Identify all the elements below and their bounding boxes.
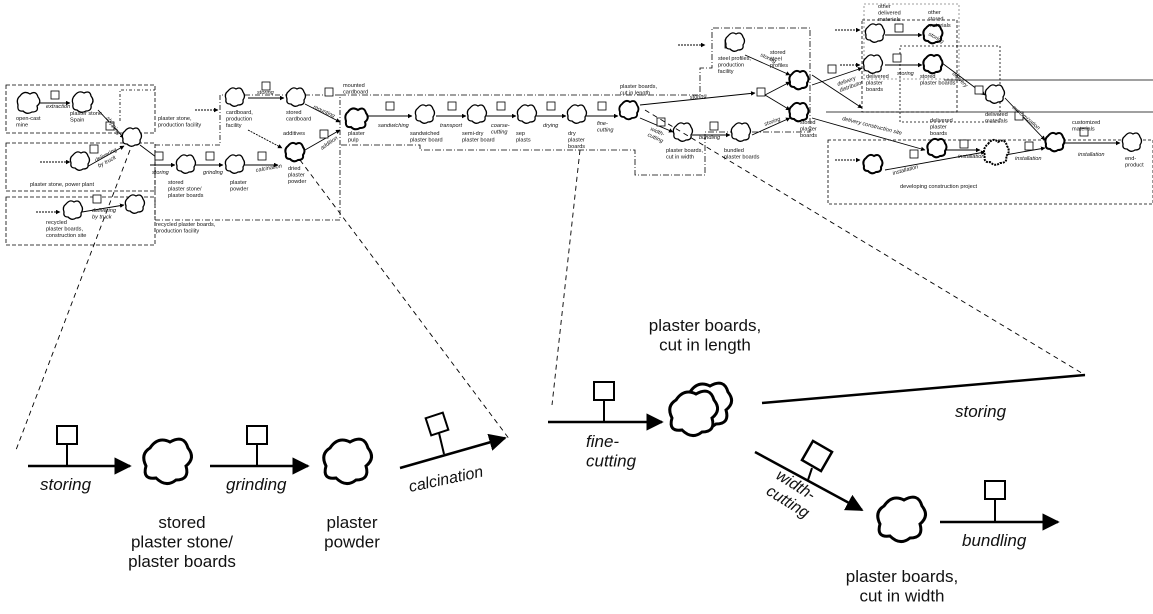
- zoom-right: fine-cutting plaster boards,cut in lengt…: [548, 316, 1086, 606]
- label-installation-1: installation: [958, 154, 984, 160]
- label-fine-cutting: fine-cutting: [597, 121, 614, 133]
- zoom-label-calcination: calcination: [407, 464, 485, 496]
- label-storing-d: storing: [764, 116, 783, 128]
- zoom-label-storing-right: storing: [955, 402, 1007, 421]
- label-grinding: grinding: [203, 170, 224, 176]
- zoom-connectors: [15, 109, 1086, 451]
- zoom-label-boards-cut-length: plaster boards,cut in length: [649, 316, 761, 355]
- label-boards-cut-length: plaster boards,cut in length: [620, 84, 657, 96]
- label-sandwiching: sandwiching: [378, 123, 410, 129]
- zoom-label-fine-cutting: fine-cutting: [586, 432, 637, 471]
- label-storing-b: storing: [257, 90, 275, 96]
- zoom-label-storing: storing: [40, 475, 92, 494]
- zoom-node-boards-cut-width: [876, 495, 927, 543]
- label-storing-c: storing: [690, 93, 708, 101]
- label-delivery-distributor: deliverydistributor: [837, 73, 865, 93]
- label-drying: drying: [543, 123, 559, 129]
- zoom-label-width-cutting: width-cutting: [763, 467, 822, 522]
- label-transport: transport: [440, 123, 463, 129]
- label-boards-cut-width: plaster boards,cut in width: [666, 148, 703, 160]
- label-mounting: mounting: [312, 104, 336, 120]
- label-recycled-boards-facility: recycled plaster boards,production facil…: [156, 222, 216, 234]
- label-installation-3: installation: [1015, 156, 1041, 162]
- zoom-label-grinding: grinding: [226, 475, 287, 494]
- label-calcination: calcination: [255, 163, 282, 173]
- label-storing-g: storing: [897, 71, 915, 77]
- zoom-label-boards-cut-width: plaster boards,cut in width: [846, 567, 958, 606]
- overview-arrows: [36, 27, 1121, 215]
- label-plaster-stone-production: plaster stone,production facility: [158, 116, 201, 128]
- label-width-cutting: width-cutting: [646, 126, 667, 145]
- label-storing-a: storing: [152, 170, 170, 176]
- label-bundling: bundling: [699, 135, 721, 141]
- zoom-label-bundling: bundling: [962, 531, 1027, 550]
- label-end-product: end-product: [1125, 156, 1144, 168]
- overview-material-nodes: [16, 23, 1143, 220]
- zoom-node-plaster-powder: [322, 437, 373, 485]
- label-extraction: extraction: [46, 104, 70, 110]
- label-developing-project: developing construction project: [900, 184, 978, 190]
- label-delivery-construction-site: delivery construction site: [842, 116, 903, 137]
- label-coarse-cutting: coarse-cutting: [491, 123, 510, 135]
- zoom-node-boards-cut-length: [668, 389, 719, 437]
- label-plaster-stone-spain: plaster stone,Spain: [70, 111, 104, 123]
- overview-frames: [5, 3, 1153, 246]
- label-additives: additives: [283, 131, 305, 137]
- label-plaster-stone-power-plant: plaster stone, power plant: [30, 182, 95, 188]
- zoom-node-stored-plaster-stone: [142, 437, 193, 485]
- overview-function-boxes: [50, 23, 1089, 204]
- label-installation-4: installation: [1078, 152, 1104, 158]
